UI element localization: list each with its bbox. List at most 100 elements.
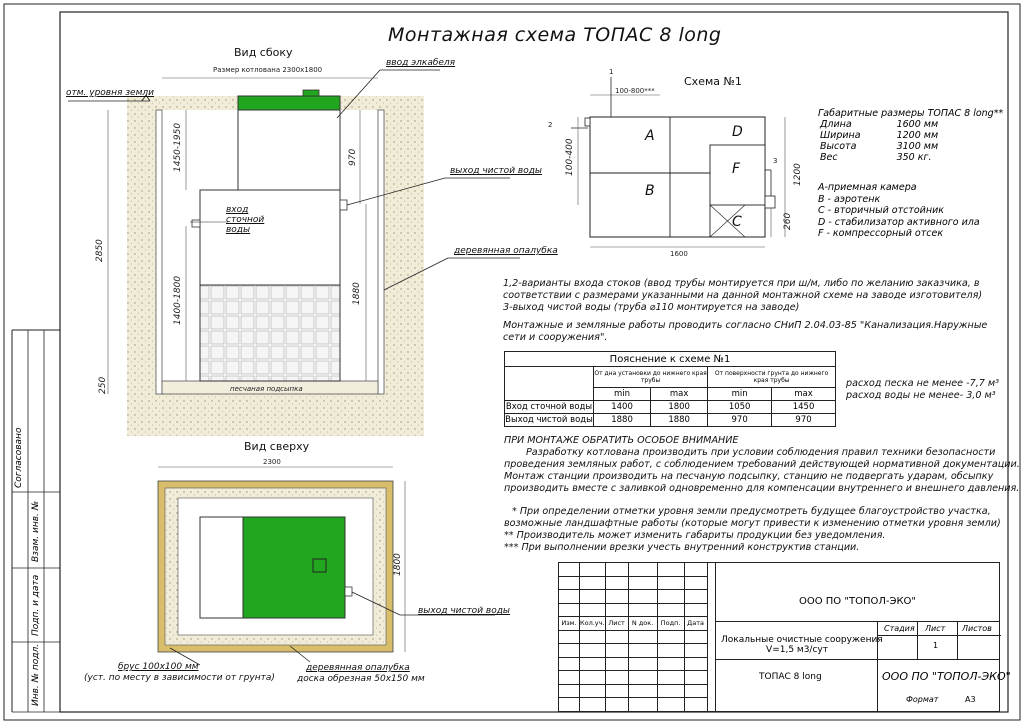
sand-bed-label: песчаная подсыпка — [230, 385, 303, 393]
stage-label: Стадия — [884, 624, 915, 633]
table-title: Пояснение к схеме №1 — [504, 351, 836, 367]
title-block: Изм. Кол.уч. Лист N док. Подп. Дата ООО … — [558, 562, 1011, 712]
legend-item: С - вторичный отстойник — [818, 205, 944, 216]
col-ndok: N док. — [627, 616, 658, 631]
table-row: Вход сточной воды 1400 1800 1050 1450 — [504, 400, 836, 414]
chamber-c: C — [732, 214, 742, 230]
dim-1800: 1800 — [393, 553, 403, 576]
agreed-label: Согласовано — [14, 427, 24, 488]
legend-item: D - стабилизатор активного ила — [818, 216, 980, 228]
water-consumption: расход воды не менее- 3,0 м³ — [846, 390, 996, 401]
attention-line: Монтаж станции производить на песчаную п… — [504, 471, 994, 482]
note-line: сети и сооружения". — [503, 332, 608, 343]
top-formwork-label-2: доска обрезная 50x150 мм — [297, 674, 425, 684]
dim-val: 350 кг. — [896, 152, 932, 163]
dim-val: 3100 мм — [896, 141, 939, 152]
scheme1-dim-left: 100-400 — [565, 138, 575, 176]
dim-970: 970 — [348, 148, 358, 166]
sheets-label: Листов — [962, 624, 992, 633]
table-min: min — [707, 387, 773, 401]
chamber-f: F — [732, 161, 741, 177]
dim-key: Высота — [820, 141, 857, 152]
inv-replace-label: Взам. инв. № — [31, 500, 41, 562]
sand-consumption: расход песка не менее -7,7 м³ — [846, 378, 999, 389]
cell: 1880 — [592, 413, 652, 427]
dim-key: Вес — [820, 152, 838, 163]
side-view-drawing — [68, 69, 520, 436]
footnote-line: * При определении отметки уровня земли п… — [512, 506, 991, 517]
inv-orig-label: Инв. № подл. — [31, 643, 41, 706]
table-min: min — [592, 387, 652, 401]
legend-item: В - аэротенк — [818, 193, 881, 205]
format-label: Формат — [906, 695, 939, 704]
dim-key: Ширина — [820, 130, 861, 141]
format-value: А3 — [965, 695, 976, 704]
sheet-number: 1 — [933, 641, 939, 650]
dim-key: Длина — [820, 119, 852, 130]
top-view-heading: Вид сверху — [244, 440, 310, 453]
note-line: соответствии с размерами указанными на д… — [503, 290, 983, 301]
org-name-2: ООО ПО "ТОПОЛ-ЭКО" — [882, 670, 1011, 683]
sheet-label: Лист — [925, 624, 946, 633]
attention-line: Разработку котлована производить при усл… — [526, 447, 996, 458]
scheme1-marker-3: 3 — [773, 157, 778, 165]
top-formwork-label-1: деревянная опалубка — [306, 663, 410, 673]
chamber-a: A — [645, 128, 655, 144]
table-row: Выход чистой воды 1880 1880 970 970 — [504, 413, 836, 427]
footnote-line: возможные ландшафтные работы (которые мо… — [504, 518, 1001, 529]
col-data: Дата — [683, 616, 708, 631]
scheme1-heading: Схема №1 — [684, 75, 742, 88]
org-name: ООО ПО "ТОПОЛ-ЭКО" — [799, 596, 917, 607]
dim-250: 250 — [98, 376, 108, 394]
chamber-d: D — [732, 124, 743, 140]
system-desc-1: Локальные очистные сооружения — [721, 635, 883, 645]
note-line: 3-выход чистой воды (труба ⌀110 монтируе… — [503, 302, 800, 313]
legend-item: А-приемная камера — [818, 182, 917, 193]
dimensions-heading: Габаритные размеры ТОПАС 8 long** — [818, 108, 1004, 119]
cable-entry-label: ввод элкабеля — [386, 58, 456, 68]
revision-table: Изм. Кол.уч. Лист N док. Подп. Дата — [558, 562, 708, 712]
clean-water-out-label: выход чистой воды — [450, 166, 543, 176]
dim-1450-1950: 1450-1950 — [173, 122, 183, 172]
formwork-label: деревянная опалубка — [454, 246, 558, 256]
scheme1-dim-1200: 1200 — [793, 163, 803, 186]
dim-1880: 1880 — [352, 282, 362, 305]
beam-label-2: (уст. по месту в зависимости от грунта) — [84, 673, 275, 683]
footnote-line: ** Производитель может изменить габариты… — [504, 530, 886, 541]
scheme1-drawing — [571, 77, 786, 248]
row-label: Выход чистой воды — [504, 413, 594, 427]
cell: 1800 — [650, 400, 709, 414]
col-kol: Кол.уч. — [579, 616, 606, 631]
dim-1400-1800: 1400-1800 — [173, 275, 183, 325]
ground-level-label: отм. уровня земли — [66, 88, 154, 98]
table-header-bottom: От дна установки до нижнего края трубы — [592, 366, 709, 388]
beam-label-1: брус 100x100 мм — [118, 662, 199, 672]
chamber-b: B — [645, 183, 655, 199]
cell: 970 — [771, 413, 836, 427]
cell: 1050 — [707, 400, 773, 414]
note-line: Монтажные и земляные работы проводить со… — [503, 320, 988, 331]
cell: 970 — [707, 413, 773, 427]
scheme1-marker-2: 2 — [548, 121, 553, 129]
side-strip-frame — [11, 329, 60, 713]
sewage-in-label: вход сточной воды — [226, 205, 265, 235]
note-line: 1,2-варианты входа стоков (ввод трубы мо… — [503, 278, 980, 289]
table-max: max — [771, 387, 836, 401]
dim-val: 1200 мм — [896, 130, 939, 141]
dim-2300: 2300 — [263, 458, 281, 466]
table-header-surface: От поверхности грунта до нижнего края тр… — [707, 366, 836, 388]
footnote-line: *** При выполнении врезки учесть внутрен… — [504, 542, 860, 553]
col-podp: Подп. — [656, 616, 685, 631]
top-clean-water-out-label: выход чистой воды — [418, 606, 511, 616]
col-list: Лист — [604, 616, 629, 631]
dimensions-table: Длина 1600 мм Ширина 1200 мм Высота 3100 мм… — [818, 119, 940, 163]
dim-val: 1600 мм — [896, 119, 939, 130]
scheme1-explanation-table: Пояснение к схеме №1 От дна установки до… — [504, 351, 836, 427]
cell: 1450 — [771, 400, 836, 414]
scheme1-dim-260: 260 — [783, 212, 793, 230]
sign-date-label: Подп. и дата — [31, 574, 41, 636]
cell: 1880 — [650, 413, 709, 427]
top-view-drawing — [157, 466, 495, 666]
col-izm: Изм. — [558, 616, 580, 631]
